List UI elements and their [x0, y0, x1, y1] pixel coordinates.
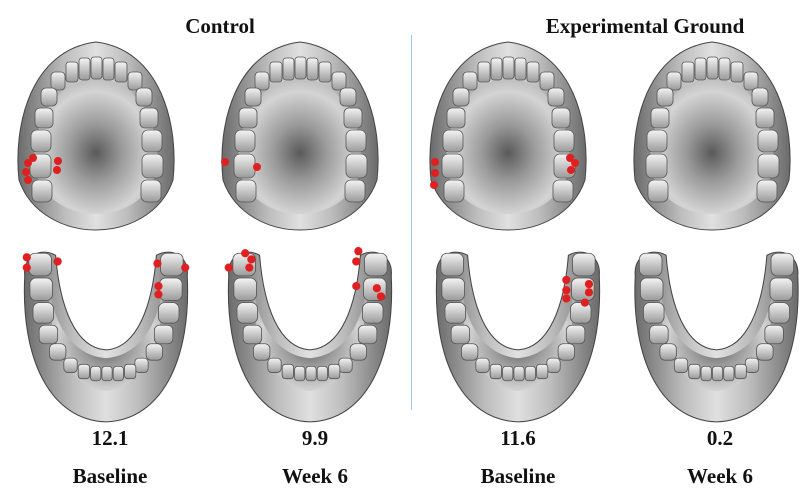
experimental-baseline-lower-jaw [418, 245, 618, 425]
score-experimental-week6: 0.2 [670, 426, 770, 451]
timepoint-experimental-baseline: Baseline [458, 464, 578, 489]
control-baseline-lower-jaw [6, 245, 206, 425]
score-control-week6: 9.9 [265, 426, 365, 451]
experimental-baseline-upper-jaw [418, 30, 598, 235]
timepoint-control-baseline: Baseline [50, 464, 170, 489]
experimental-week6-lower-jaw [622, 245, 811, 425]
group-divider [411, 35, 412, 410]
score-control-baseline: 12.1 [60, 426, 160, 451]
control-week6-lower-jaw [210, 245, 410, 425]
experimental-week6-upper-jaw [622, 30, 802, 235]
timepoint-experimental-week6: Week 6 [660, 464, 780, 489]
score-experimental-baseline: 11.6 [468, 426, 568, 451]
control-baseline-upper-jaw [6, 30, 186, 235]
control-week6-upper-jaw [210, 30, 390, 235]
timepoint-control-week6: Week 6 [255, 464, 375, 489]
